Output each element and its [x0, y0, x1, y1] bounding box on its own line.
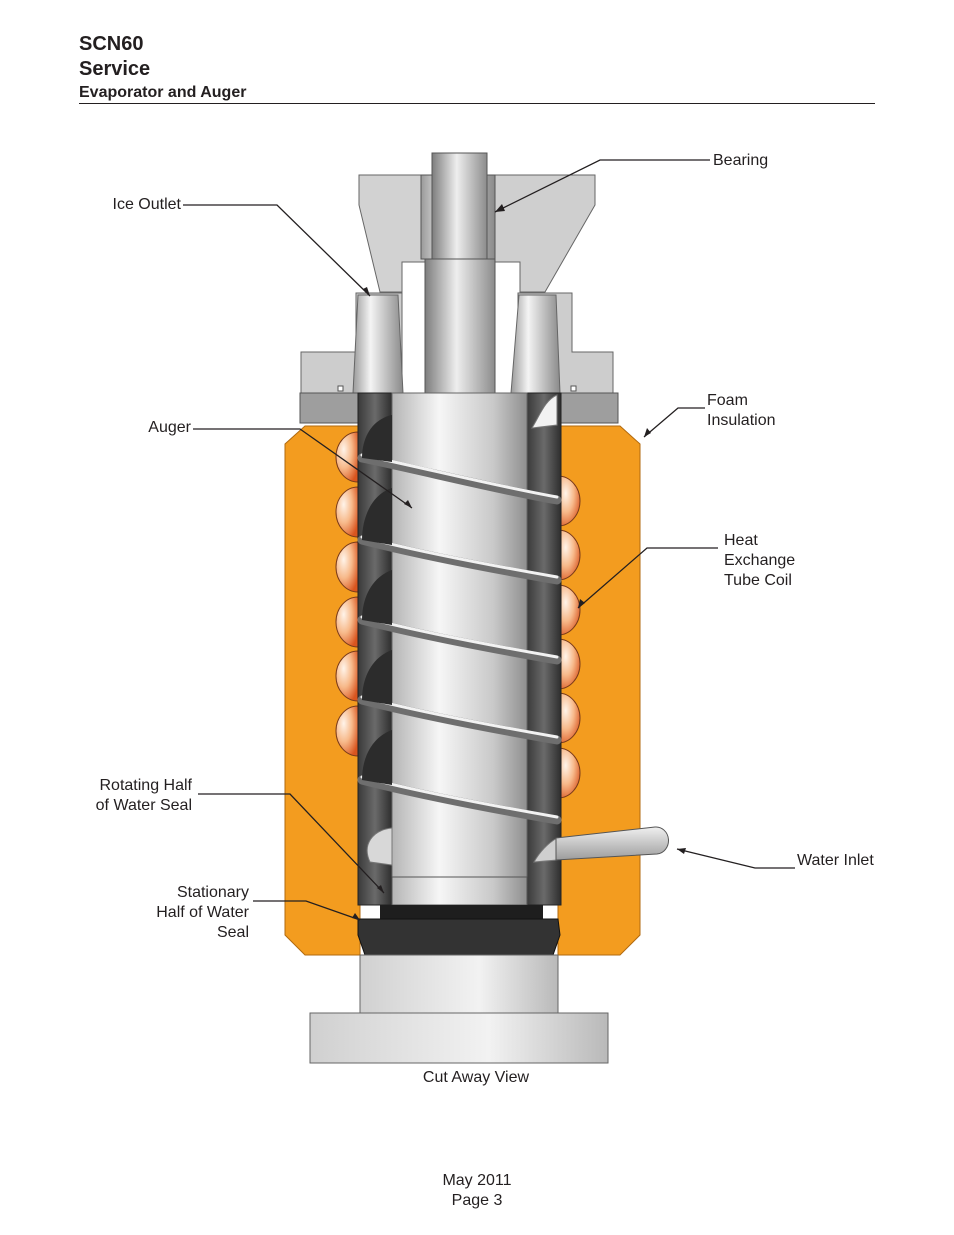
label-water-inlet: Water Inlet — [797, 852, 874, 869]
label-stationary-water-seal: Stationary Half of Water Seal — [110, 883, 249, 943]
leader-arrowheads — [352, 204, 686, 920]
label-heat-exchange-tube-coil: Heat Exchange Tube Coil — [724, 531, 795, 591]
label-rot-line-2: of Water Seal — [95, 797, 192, 814]
heat-exchange-coil — [335, 431, 581, 799]
label-rotating-water-seal: Rotating Half of Water Seal — [60, 776, 192, 816]
page-footer: May 2011 Page 3 — [377, 1171, 577, 1211]
label-foam-line-1: Foam — [707, 392, 748, 409]
label-auger: Auger — [148, 419, 191, 436]
subsection-title: Evaporator and Auger — [79, 84, 247, 101]
water-inlet-pipe — [555, 826, 669, 861]
footer-date: May 2011 — [442, 1172, 512, 1189]
label-stat-line-2: Half of Water — [156, 904, 249, 921]
section-title: Service — [79, 58, 151, 80]
label-heat-line-2: Exchange — [724, 552, 796, 569]
footer-page-number: Page 3 — [451, 1192, 503, 1209]
stationary-water-seal — [357, 905, 561, 956]
label-rot-line-1: Rotating Half — [99, 777, 193, 794]
label-stat-line-1: Stationary — [176, 884, 249, 901]
header-rule — [79, 103, 875, 104]
label-foam-insulation: Foam Insulation — [707, 391, 776, 431]
leader-lines — [183, 159, 795, 921]
drive-shaft — [424, 152, 496, 396]
label-heat-line-1: Heat — [724, 532, 758, 549]
label-stat-line-3: Seal — [216, 924, 249, 941]
label-bearing: Bearing — [713, 152, 769, 169]
figure-caption: Cut Away View — [422, 1069, 530, 1086]
label-foam-line-2: Insulation — [707, 412, 776, 429]
label-ice-outlet: Ice Outlet — [112, 196, 181, 213]
rotating-water-seal — [391, 876, 528, 906]
gear-reducer-base — [309, 954, 609, 1064]
auger — [357, 392, 562, 878]
model-title: SCN60 — [79, 33, 144, 55]
label-heat-line-3: Tube Coil — [724, 572, 792, 589]
